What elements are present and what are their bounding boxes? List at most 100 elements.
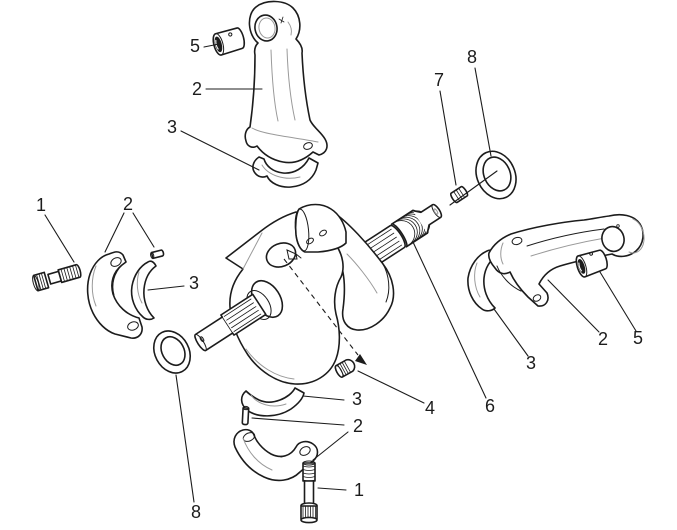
leader-4 [357,370,425,404]
big-end-shading [251,127,319,143]
leader-3-left [147,285,185,291]
bushing-face [575,255,588,278]
locating-pin-left [150,249,165,260]
rod-cap-group-bottom [233,387,319,524]
flange-hole-bottom [532,294,542,302]
bore-highlight [578,262,582,272]
callout-3-top: 3 [167,117,177,137]
bolt-threads [302,462,316,482]
leader-3-right [493,308,529,357]
callout-3-right: 3 [526,353,536,373]
head-knurl [302,506,316,520]
connecting-rod-top [212,0,328,188]
callout-6: 6 [485,396,495,416]
crankshaft [194,203,443,385]
cap-bolt-hole-top [110,257,122,267]
leader-8-top [474,67,492,157]
spacer-bush [449,185,469,204]
leader-1-bottom [317,487,347,491]
callout-8-bottom: 8 [191,502,201,522]
crankshaft-left-shaft [194,293,267,352]
callout-2-left: 2 [123,194,133,214]
shell-shading [136,271,143,304]
flange-hole [303,142,313,150]
shell-shading [474,262,481,298]
bearing-shell-bottom [240,387,305,417]
left-shaft-center-hole [199,336,205,342]
head-shading [287,21,292,36]
pin-body [150,249,165,260]
callout-1-left: 1 [36,195,46,215]
small-end-bushing-top [212,27,246,56]
oil-passage-dashed-line [283,258,359,356]
callout-5-top: 5 [190,36,200,56]
callout-3-left: 3 [189,273,199,293]
connecting-rod-right [467,213,645,312]
left-web-facet [242,232,263,270]
leader-2-left-b [132,212,155,248]
cast-mark [616,224,620,228]
left-spline-lines [220,298,262,336]
leader-1-left [44,214,75,263]
rod-bolt-bottom [300,460,318,524]
screw-face [334,365,344,378]
thread-lines [302,465,316,482]
washer-axis-line [449,170,498,206]
cap-inner-edge [280,446,297,458]
nose-center-hole [433,208,439,215]
callout-3-bottom: 3 [352,389,362,409]
leader-7 [439,90,457,186]
jaw-shading [500,242,504,265]
head-knurl [36,272,47,291]
rod-body [244,0,328,164]
leader-2-bottom-a [251,417,345,426]
leader-5-top [203,43,220,48]
bolt-shank [47,270,63,285]
oil-hole [589,251,594,256]
bearing-shell-left [130,260,157,321]
left-web-shading [245,348,295,380]
oil-hole [228,32,233,37]
rod-cap-bottom [233,428,319,482]
leader-3-top [180,130,260,171]
small-end-bushing-right [575,249,608,278]
cap-thickness [91,265,97,307]
cap-bolt-hole-bottom [127,321,139,331]
rod-body [487,213,644,307]
left-crank-web [225,211,344,385]
right-web-shading [346,253,378,294]
cap-thickness [242,437,273,471]
flange-hole-top [511,236,523,246]
ibeam-shading [530,237,606,257]
right-web-edge [382,263,390,303]
shell-shading [250,394,287,407]
nose-face [431,204,442,218]
bolt-head-bottom [300,516,318,524]
rod-ibeam-shading [270,48,296,122]
leader-3-bottom [302,395,345,401]
callout-2-top: 2 [192,79,202,99]
callout-4: 4 [425,398,435,418]
leader-2-right [547,279,600,333]
thread-lines [60,264,80,282]
cast-mark [278,16,285,24]
callout-labels: 5 2 3 7 8 1 2 3 2 5 3 4 6 3 2 1 8 [36,36,643,522]
rod-bolt-left [32,263,82,292]
leader-2-left-a [104,212,125,253]
leader-lines [44,43,637,503]
callout-2-right: 2 [598,329,608,349]
leader-8-bottom [175,374,195,503]
callout-1-bottom: 1 [354,480,364,500]
recess-peg [286,249,302,260]
bolt-head-face [32,274,40,292]
locating-pin-bottom [241,405,250,426]
pin-face [242,405,250,411]
left-shaft-face [194,333,207,352]
crankpin-oil-hole-1 [306,237,314,245]
small-end-face-edge [628,218,645,254]
pin-face [150,252,155,259]
oil-plug-set-screw [334,358,356,378]
shim-inner [160,335,186,367]
